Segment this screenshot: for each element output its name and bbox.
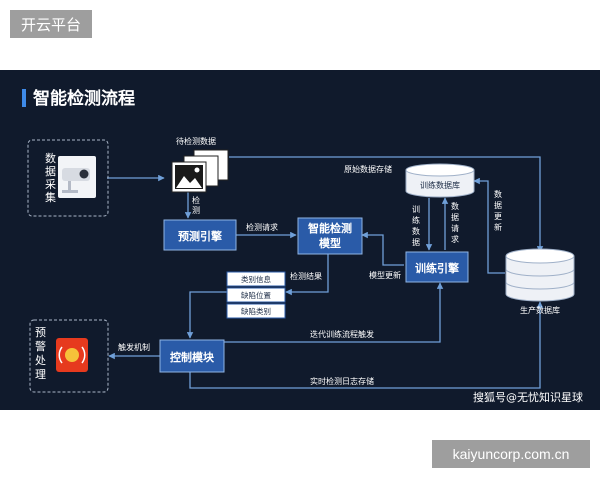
production-database-label: 生产数据库: [520, 305, 560, 315]
title-accent-bar: [22, 89, 26, 107]
control-module-node: [159, 339, 225, 373]
alert-processing-char-1: 预: [35, 326, 46, 339]
edge-label-data-request-3: 请: [451, 223, 459, 233]
production-database-node: [505, 248, 575, 302]
brand-tag: 开云平台: [10, 10, 92, 38]
flow-diagram: 智能检测流程 数 据 采 集: [22, 88, 583, 404]
result-items-group: 类别信息 缺陷位置 缺陷类别: [226, 271, 286, 319]
edge-realtime-log: [189, 301, 544, 389]
edge-label-train-data-3: 数: [412, 226, 420, 236]
result-item-category-info-label: 类别信息: [241, 274, 271, 284]
edge-label-train-data-4: 据: [412, 237, 420, 247]
edge-label-model-update: 模型更新: [369, 270, 401, 280]
edge-label-data-update-4: 新: [494, 222, 502, 232]
edge-label-data-request-2: 据: [451, 212, 459, 222]
edge-result-to-control: [186, 291, 227, 339]
smart-model-label-line2: 模型: [319, 236, 341, 250]
alert-processing-char-2: 警: [35, 339, 46, 353]
data-collection-char-4: 集: [45, 190, 56, 204]
edge-detect-result: [285, 252, 329, 296]
edge-label-realtime-log: 实时检测日志存储: [310, 376, 374, 386]
diagram-panel: 智能检测流程 数 据 采 集: [0, 70, 600, 410]
edge-label-detect-2: 测: [192, 206, 200, 215]
edge-label-raw-storage: 原始数据存储: [344, 164, 392, 174]
edge-label-iterative-trigger: 迭代训练流程触发: [310, 329, 374, 339]
control-module-label: 控制模块: [170, 350, 215, 364]
result-item-defect-type-label: 缺陷类别: [241, 306, 271, 316]
training-engine-label: 训练引擎: [415, 261, 459, 275]
edge-label-data-update-1: 数: [494, 189, 502, 199]
smart-detection-model-node: [297, 217, 363, 255]
edge-label-detect-request: 检测请求: [246, 222, 278, 232]
training-engine-node: [405, 251, 469, 283]
prediction-engine-label: 预测引擎: [178, 229, 222, 243]
prediction-engine-node: [163, 219, 237, 251]
result-item-defect-position: [226, 287, 286, 303]
diagram-title: 智能检测流程: [33, 88, 135, 109]
training-database-node: [405, 163, 475, 198]
alert-processing-char-3: 处: [35, 354, 46, 367]
edge-label-train-data-1: 训: [412, 205, 420, 214]
edge-label-data-request-1: 数: [451, 201, 459, 211]
edge-data-update: [473, 177, 505, 274]
training-database-label: 训练数据库: [420, 180, 460, 190]
camera-icon: [58, 156, 96, 198]
data-collection-char-1: 数: [45, 152, 56, 165]
edge-label-train-data-2: 练: [412, 215, 420, 225]
edge-label-data-request-4: 求: [451, 234, 459, 244]
edge-label-trigger-mechanism: 触发机制: [118, 342, 150, 352]
edge-raw-storage: [229, 156, 544, 253]
edge-label-data-update-3: 更: [494, 212, 502, 221]
edge-label-data-update-2: 据: [494, 200, 502, 210]
site-url-tag: kaiyuncorp.com.cn: [432, 440, 590, 468]
smart-model-label-line1: 智能检测: [308, 221, 352, 235]
edge-iterative-trigger: [224, 282, 444, 343]
result-item-defect-type: [226, 303, 286, 319]
pending-data-label: 待检测数据: [176, 136, 216, 146]
edge-label-detect-1: 检: [192, 195, 200, 205]
edge-model-update: [361, 231, 404, 266]
alarm-icon: [56, 338, 88, 372]
result-item-category-info: [226, 271, 286, 287]
alert-processing-group: [29, 319, 109, 393]
alert-processing-char-4: 理: [35, 368, 46, 381]
data-collection-group: [27, 139, 109, 217]
edge-label-detect-result: 检测结果: [290, 271, 322, 281]
source-watermark: 搜狐号@无忧知识星球: [473, 390, 583, 404]
image-stack-icon: [171, 149, 229, 193]
data-collection-char-3: 采: [45, 178, 56, 191]
result-item-defect-position-label: 缺陷位置: [241, 290, 271, 300]
data-collection-char-2: 据: [45, 164, 56, 178]
